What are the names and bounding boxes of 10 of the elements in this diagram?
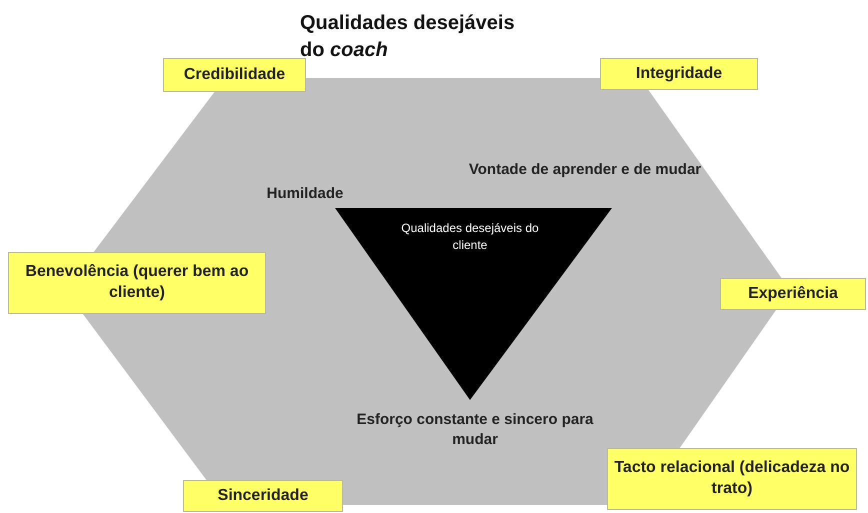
quality-box: Experiência [720,278,866,310]
quality-label: Humildade [266,184,344,204]
quality-box: Credibilidade [163,58,306,92]
quality-box: Benevolência (querer bem ao cliente) [8,252,266,314]
quality-box: Sinceridade [183,480,343,512]
quality-label: Vontade de aprender e de mudar [468,160,702,180]
quality-box: Integridade [600,58,758,90]
quality-box: Tacto relacional (delicadeza no trato) [607,448,857,510]
triangle-label: Qualidades desejáveis do cliente [400,220,540,254]
quality-label: Esforço constante e sincero para mudar [356,410,594,449]
